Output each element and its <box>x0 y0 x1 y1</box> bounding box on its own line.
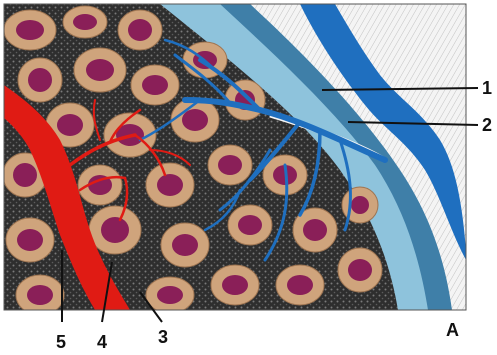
callout-label-1: 1 <box>482 78 492 98</box>
callout-label-3: 3 <box>158 327 168 347</box>
callout-label-5: 5 <box>56 332 66 352</box>
panel-letter: A <box>446 320 459 340</box>
callout-label-4: 4 <box>97 332 107 352</box>
callout-label-2: 2 <box>482 115 492 135</box>
